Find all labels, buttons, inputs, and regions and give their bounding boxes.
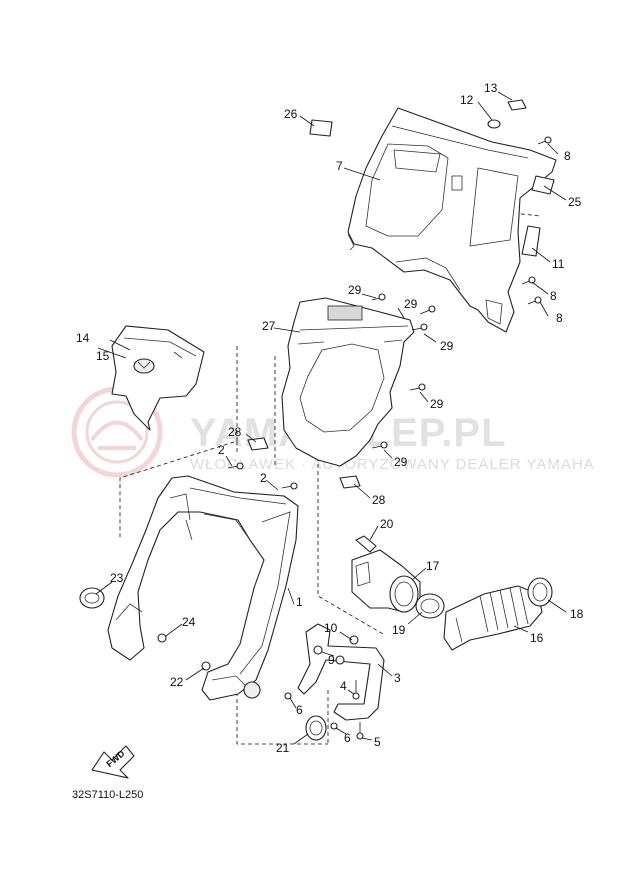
screw-29a: [371, 293, 386, 301]
callout-12: 12: [460, 93, 474, 107]
screw-29e: [371, 441, 388, 449]
screw-29c: [411, 323, 428, 331]
part-18-clamp: [527, 577, 553, 607]
nut-9: [313, 645, 323, 655]
part-26-label: [309, 119, 333, 137]
screw-5: [356, 722, 364, 740]
callout-23: 23: [110, 571, 124, 585]
callout-29c: 29: [440, 339, 454, 353]
screw-6a: [284, 692, 292, 700]
callout-8c: 8: [556, 311, 563, 325]
leader-lines: [95, 91, 567, 745]
nut-10: [349, 635, 359, 645]
part-25-label: [531, 175, 555, 195]
callout-15: 15: [96, 349, 110, 363]
washer-12: [487, 119, 501, 129]
callout-10: 10: [324, 621, 338, 635]
callout-6b: 6: [344, 731, 351, 745]
callout-16: 16: [530, 631, 544, 645]
part-7-inner-cover: [347, 107, 557, 333]
part-11-pad: [521, 225, 541, 257]
callout-29d: 29: [430, 397, 444, 411]
callout-26: 26: [284, 107, 298, 121]
screw-6b: [330, 722, 338, 730]
callout-4: 4: [340, 679, 347, 693]
part-27-front-inner-panel: [281, 297, 415, 467]
callout-22: 22: [170, 675, 184, 689]
callout-28a: 28: [228, 425, 242, 439]
callout-17: 17: [426, 559, 440, 573]
part-19-clamp: [415, 593, 445, 619]
callout-24: 24: [182, 615, 196, 629]
part-20-bolt: [355, 535, 377, 553]
callout-20: 20: [380, 517, 394, 531]
callout-14: 14: [76, 331, 90, 345]
diagram-code: 32S7110-L250: [72, 789, 143, 801]
callout-28b: 28: [372, 493, 386, 507]
part-14-front-cover: [111, 325, 205, 431]
screw-8b: [521, 276, 536, 285]
callout-29e: 29: [394, 455, 408, 469]
bolt-13: [507, 99, 527, 111]
screw-8a: [537, 136, 552, 145]
nut-24: [157, 633, 167, 643]
callout-7: 7: [336, 159, 343, 173]
callout-6a: 6: [296, 703, 303, 717]
callout-19: 19: [392, 623, 406, 637]
screw-2a: [227, 462, 244, 470]
part-28-clip-upper: [247, 437, 269, 451]
fasteners: [157, 99, 552, 740]
watermark-sub-text: WŁOCŁAWEK · AUTORYZOWANY DEALER YAMAHA: [190, 456, 595, 473]
part-16-intake-hose: [443, 585, 543, 651]
callout-25: 25: [568, 195, 582, 209]
callout-3: 3: [394, 671, 401, 685]
part-1-front-leg-shield: [107, 475, 299, 701]
callout-11: 11: [552, 257, 565, 271]
part-21-cap: [305, 715, 327, 741]
part-3-bracket: [297, 623, 385, 721]
callout-13: 13: [484, 81, 498, 95]
callout-21: 21: [276, 741, 290, 755]
callout-8b: 8: [550, 289, 557, 303]
fwd-arrow-icon: FWD: [91, 745, 135, 779]
callout-2b: 2: [260, 471, 267, 485]
callout-29b: 29: [404, 297, 418, 311]
callout-1: 1: [296, 595, 303, 609]
callout-2a: 2: [218, 443, 225, 457]
screw-29b: [419, 305, 436, 315]
callout-27: 27: [262, 319, 276, 333]
callout-29a: 29: [348, 283, 362, 297]
callout-9: 9: [328, 653, 335, 667]
screw-4: [352, 680, 360, 700]
screw-29d: [409, 383, 426, 391]
callout-18: 18: [570, 607, 584, 621]
callouts: 1 2 2 3 4 5 6 6 7 8 8 8 9 10 11 12 13 14…: [76, 81, 584, 755]
part-17-duct-joint: [351, 549, 421, 613]
screw-8c: [527, 296, 542, 305]
callout-5: 5: [374, 735, 381, 749]
callout-8a: 8: [564, 149, 571, 163]
screw-2b: [281, 482, 298, 490]
